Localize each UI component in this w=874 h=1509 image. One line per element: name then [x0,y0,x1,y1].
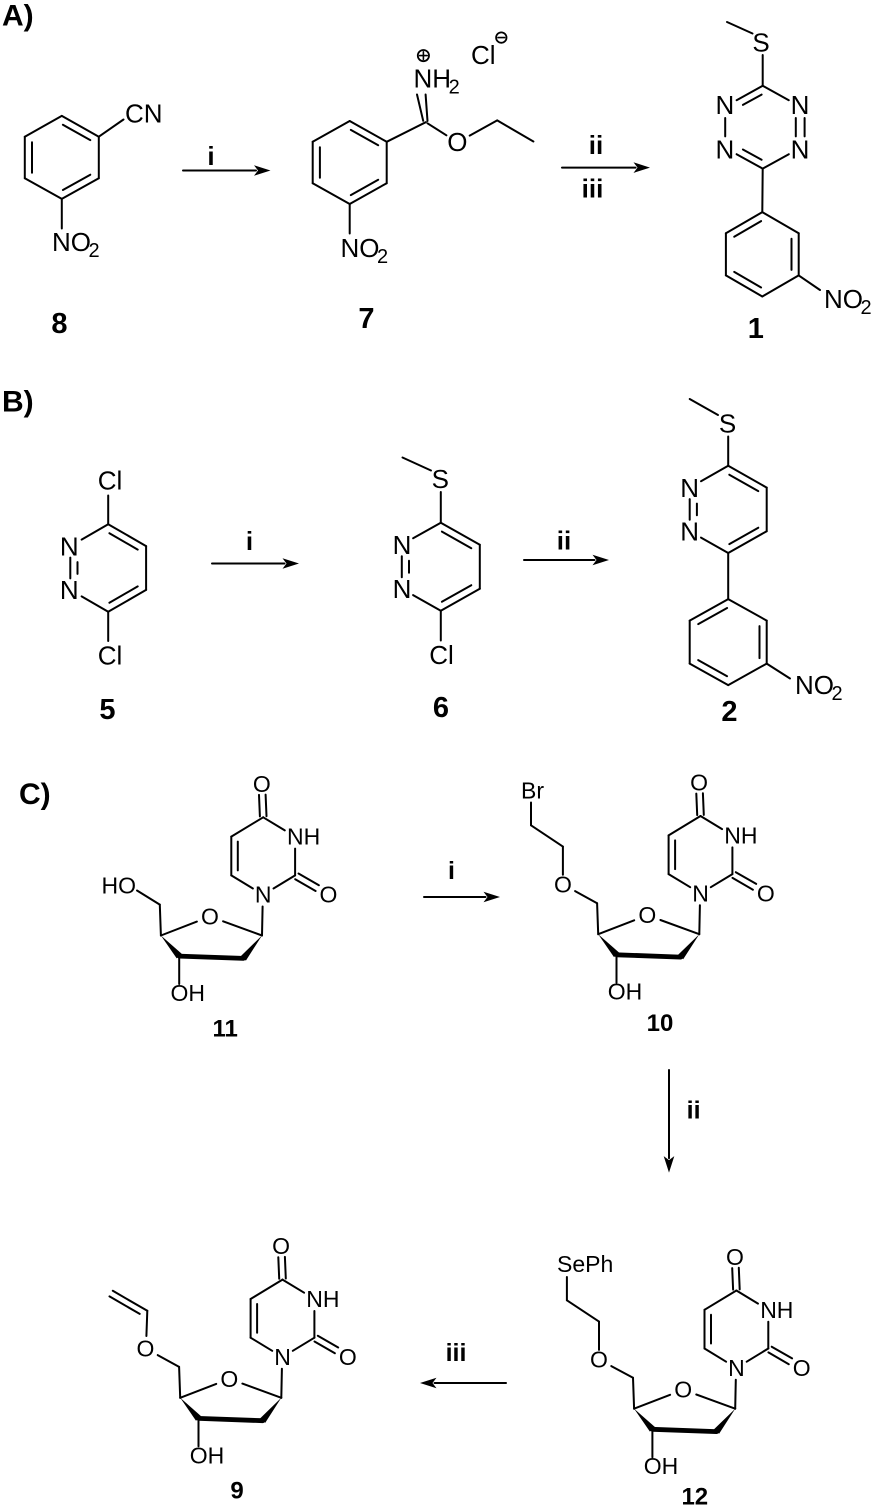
svg-text:O: O [757,880,775,906]
svg-text:Br: Br [521,778,544,804]
svg-text:Cl: Cl [98,466,123,496]
svg-text:O: O [272,1233,290,1259]
svg-text:S: S [432,464,449,494]
svg-text:O: O [726,1244,744,1270]
svg-text:iii: iii [446,1339,467,1367]
svg-text:O: O [554,871,572,897]
svg-text:ii: ii [557,526,571,556]
svg-text:N: N [680,473,699,503]
svg-text:C): C) [19,778,51,811]
svg-text:ii: ii [589,130,603,160]
svg-text:2: 2 [721,696,737,728]
svg-text:OH: OH [644,1453,679,1479]
svg-text:5: 5 [99,694,115,726]
svg-text:N: N [60,531,79,561]
svg-text:N: N [393,574,412,604]
svg-text:11: 11 [213,1016,238,1043]
svg-text:10: 10 [647,1010,674,1037]
svg-text:O: O [220,1366,238,1392]
svg-text:O: O [137,1335,155,1361]
svg-text:12: 12 [681,1484,708,1509]
svg-text:CN: CN [125,99,163,129]
svg-text:O: O [590,1346,608,1372]
svg-text:SePh: SePh [557,1251,613,1277]
svg-text:O: O [339,1344,357,1370]
svg-text:A): A) [2,0,34,33]
svg-text:S: S [719,409,736,439]
svg-text:OH: OH [608,979,643,1005]
svg-text:OH: OH [171,980,206,1006]
svg-text:O: O [320,882,338,908]
svg-text:B): B) [2,386,34,419]
svg-text:i: i [246,526,253,556]
svg-text:N: N [716,135,735,165]
svg-text:N: N [791,135,810,165]
svg-text:N: N [716,90,735,120]
svg-text:O: O [201,904,219,930]
svg-text:OH: OH [190,1442,225,1468]
svg-text:NH: NH [724,822,757,848]
svg-text:N: N [393,530,412,560]
svg-text:O: O [690,770,708,796]
svg-text:NO2: NO2 [795,670,843,705]
svg-text:1: 1 [748,313,764,345]
svg-text:N: N [692,880,709,906]
svg-text:iii: iii [582,173,604,203]
svg-text:O: O [253,771,271,797]
svg-text:N: N [728,1355,745,1381]
svg-text:O: O [447,127,467,157]
svg-text:HO: HO [102,873,137,899]
svg-text:N: N [274,1344,291,1370]
svg-text:N: N [255,882,272,908]
svg-text:i: i [448,857,455,885]
svg-text:NH: NH [306,1286,339,1312]
svg-text:O: O [638,902,656,928]
svg-text:ii: ii [687,1097,701,1125]
svg-text:8: 8 [51,308,67,340]
svg-text:S: S [752,28,769,58]
svg-text:Cl: Cl [471,40,496,70]
svg-text:Cl: Cl [429,640,454,670]
svg-text:6: 6 [433,692,449,724]
svg-text:Cl: Cl [98,641,123,671]
svg-text:N: N [680,517,699,547]
svg-text:N: N [791,90,810,120]
svg-text:9: 9 [230,1478,243,1505]
svg-text:N: N [60,575,79,605]
svg-text:NH: NH [287,824,320,850]
svg-text:O: O [793,1355,811,1381]
svg-text:i: i [207,141,214,171]
svg-text:NH: NH [760,1297,793,1323]
svg-text:O: O [674,1377,692,1403]
svg-text:7: 7 [358,303,374,335]
